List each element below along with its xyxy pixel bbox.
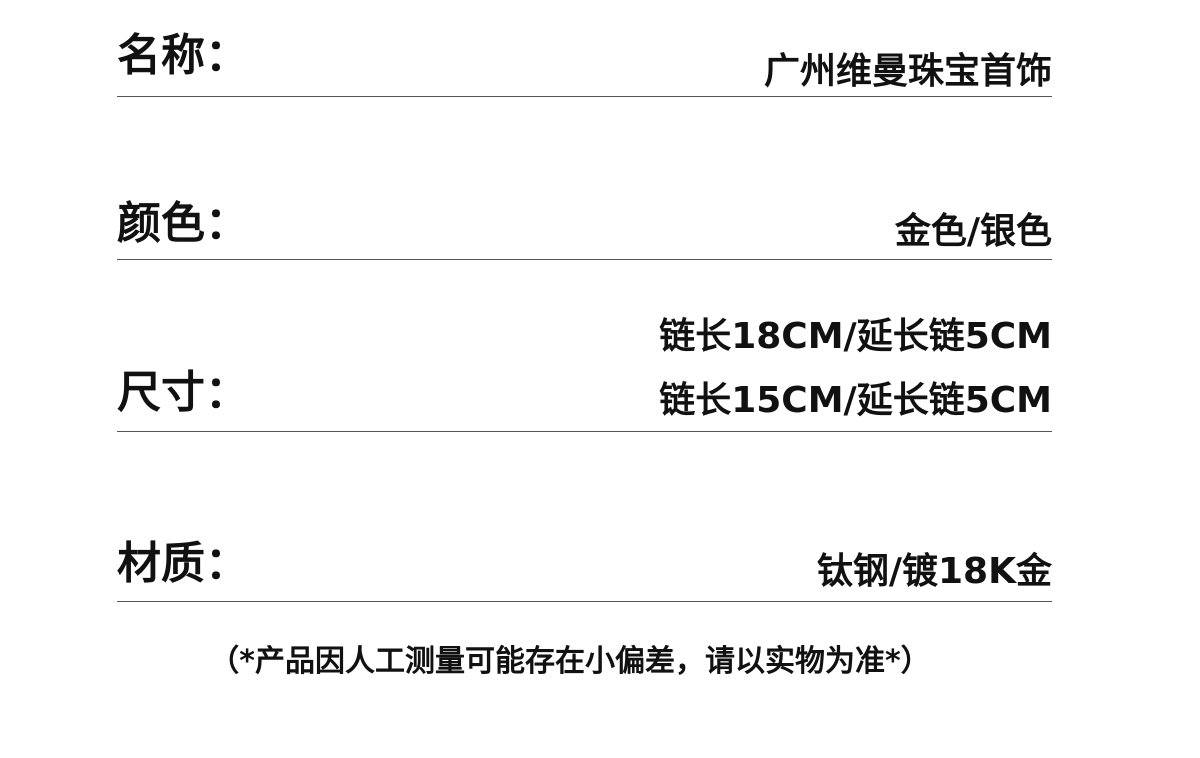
spec-label-size: 尺寸： xyxy=(117,367,249,418)
spec-value-line: 金色/银色 xyxy=(894,211,1052,252)
spec-label-material: 材质： xyxy=(117,538,249,589)
spec-label-name: 名称： xyxy=(117,30,249,81)
spec-row-name: 名称： 广州维曼珠宝首饰 xyxy=(117,20,1052,97)
spec-value-size: 链长18CM/延长链5CM 链长15CM/延长链5CM xyxy=(659,319,1052,419)
spec-label-color: 颜色： xyxy=(117,198,249,249)
spec-value-line: 广州维曼珠宝首饰 xyxy=(763,51,1052,92)
spec-row-size: 尺寸： 链长18CM/延长链5CM 链长15CM/延长链5CM xyxy=(117,305,1052,432)
spec-row-material: 材质： 钛钢/镀18K金 xyxy=(117,530,1052,602)
spec-row-color: 颜色： 金色/银色 xyxy=(117,190,1052,260)
spec-value-name: 广州维曼珠宝首饰 xyxy=(764,54,1052,90)
spec-value-material: 钛钢/镀18K金 xyxy=(817,554,1052,590)
disclaimer-footnote: （*产品因人工测量可能存在小偏差，请以实物为准*） xyxy=(209,644,931,679)
spec-value-color: 金色/银色 xyxy=(895,214,1052,250)
spec-value-line: 链长15CM/延长链5CM xyxy=(659,380,1052,421)
spec-value-line: 链长18CM/延长链5CM xyxy=(659,316,1052,357)
spec-value-line: 钛钢/镀18K金 xyxy=(816,551,1052,592)
